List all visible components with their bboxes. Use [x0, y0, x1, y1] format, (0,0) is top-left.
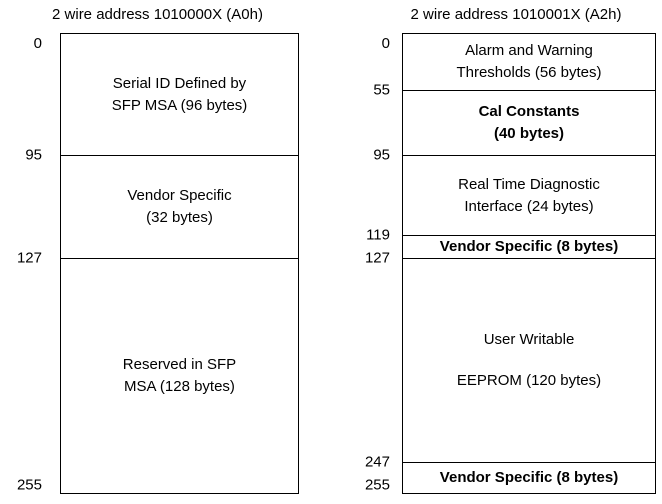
address-label: 0	[33, 35, 42, 52]
left-map-title: 2 wire address 1010000X (A0h)	[52, 6, 263, 23]
address-label: 0	[381, 35, 390, 52]
address-label: 127	[16, 249, 42, 267]
segment-vendor-specific-a2-lower: Vendor Specific (8 bytes)	[439, 469, 619, 487]
right-memory-map-box: Alarm and Warning Thresholds (56 bytes) …	[402, 33, 656, 494]
segment-real-time-diagnostic: Real Time Diagnostic Interface (24 bytes…	[403, 156, 655, 236]
address-label: 95	[373, 146, 390, 164]
segment-vendor-specific-a0: Vendor Specific (32 bytes)	[61, 156, 298, 259]
right-map-title: 2 wire address 1010001X (A2h)	[410, 6, 622, 23]
segment-alarm-warning-thresholds: Alarm and Warning Thresholds (56 bytes)	[403, 34, 655, 91]
address-label: 119	[366, 226, 390, 244]
left-address-scale: 0 95 127 255	[0, 33, 46, 494]
address-label: 95	[25, 146, 42, 164]
segment-reserved: Reserved in SFP MSA (128 bytes)	[122, 356, 237, 395]
left-memory-map-box: Serial ID Defined by SFP MSA (96 bytes) …	[60, 33, 299, 494]
segment-cal-constants: Cal Constants (40 bytes)	[403, 91, 655, 156]
right-address-scale: 0 55 95 119 127 247 255	[348, 33, 394, 494]
segment-vendor-specific-a2-upper: Vendor Specific (8 bytes)	[403, 236, 655, 259]
address-label: 255	[364, 476, 390, 494]
address-label: 55	[373, 81, 390, 99]
segment-user-writable-eeprom: User Writable EEPROM (120 bytes)	[403, 259, 655, 463]
segment-serial-id: Serial ID Defined by SFP MSA (96 bytes)	[61, 34, 298, 156]
address-label: 247	[364, 453, 390, 471]
address-label: 127	[364, 249, 390, 267]
address-label: 255	[16, 476, 42, 494]
